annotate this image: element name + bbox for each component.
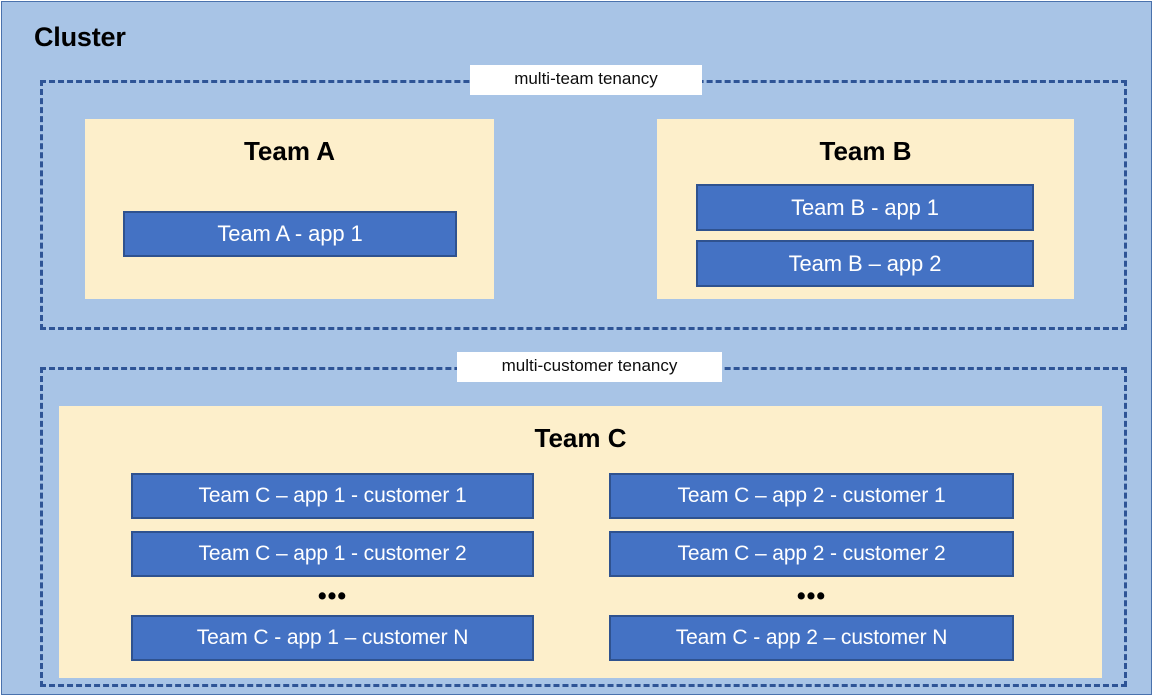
app-box-team-a-app-1[interactable]: Team A - app 1 (123, 211, 457, 257)
team-title-team-a: Team A (243, 136, 336, 166)
ellipsis-team-c-app-1: ••• (317, 582, 348, 610)
app-box-team-c-app-1-customer-n[interactable]: Team C - app 1 – customer N (131, 615, 534, 661)
app-box-team-c-app-1-customer-2[interactable]: Team C – app 1 - customer 2 (131, 531, 534, 577)
app-box-team-c-app-2-customer-n[interactable]: Team C - app 2 – customer N (609, 615, 1014, 661)
app-box-team-b-app-2[interactable]: Team B – app 2 (696, 240, 1034, 287)
tenancy-label-multi-customer: multi-customer tenancy (457, 352, 722, 382)
team-box-team-a: Team A (85, 119, 494, 299)
app-box-team-b-app-1[interactable]: Team B - app 1 (696, 184, 1034, 231)
app-box-team-c-app-2-customer-2[interactable]: Team C – app 2 - customer 2 (609, 531, 1014, 577)
app-box-team-c-app-2-customer-1[interactable]: Team C – app 2 - customer 1 (609, 473, 1014, 519)
app-box-team-c-app-1-customer-1[interactable]: Team C – app 1 - customer 1 (131, 473, 534, 519)
tenancy-label-multi-team: multi-team tenancy (470, 65, 702, 95)
cluster-title: Cluster (34, 22, 126, 52)
team-title-team-c: Team C (534, 423, 627, 453)
team-title-team-b: Team B (819, 136, 912, 166)
ellipsis-team-c-app-2: ••• (796, 582, 827, 610)
